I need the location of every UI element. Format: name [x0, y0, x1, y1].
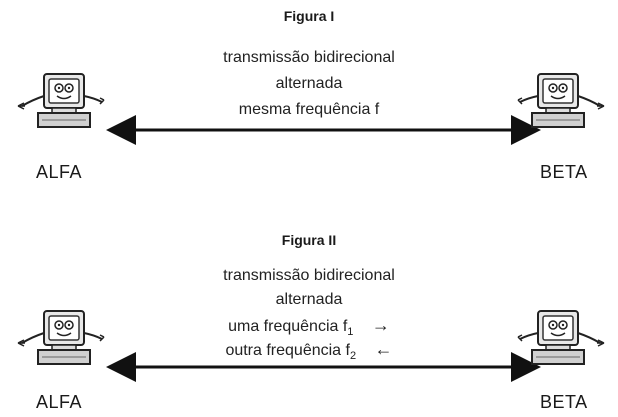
frequency-2-subscript: 2: [349, 350, 357, 363]
figure-2-line-1: transmissão bidirecional: [223, 267, 395, 284]
computer-icon-alfa-1: [14, 68, 114, 140]
right-arrow-icon: →: [371, 315, 390, 335]
node-label-beta-2: BETA: [540, 392, 588, 412]
frequency-2-label: outra frequência f: [225, 342, 350, 359]
frequency-1-subscript: 1: [347, 326, 354, 339]
left-arrow-icon: ←: [374, 339, 393, 359]
computer-icon-beta-2: [508, 305, 608, 377]
figure-2-frequency-2: outra frequência f2 ←: [0, 339, 618, 366]
figure-1-line-3: mesma frequência f: [238, 101, 380, 118]
figure-2-frequency-1: uma frequência f1 →: [0, 315, 618, 342]
frequency-1-label: uma frequência f: [228, 318, 348, 335]
node-label-beta-1: BETA: [540, 162, 588, 182]
computer-icon-alfa-2: [14, 305, 114, 377]
figure-1-line-1: transmissão bidirecional: [223, 49, 395, 66]
figure-1-title: Figura I: [283, 8, 335, 24]
node-label-alfa-2: ALFA: [36, 392, 83, 412]
figure-2-line-2: alternada: [275, 291, 343, 308]
computer-icon-beta-1: [508, 68, 608, 140]
figure-1-line-2: alternada: [275, 75, 343, 92]
figure-2-title: Figura II: [281, 232, 337, 248]
node-label-alfa-1: ALFA: [36, 162, 83, 182]
